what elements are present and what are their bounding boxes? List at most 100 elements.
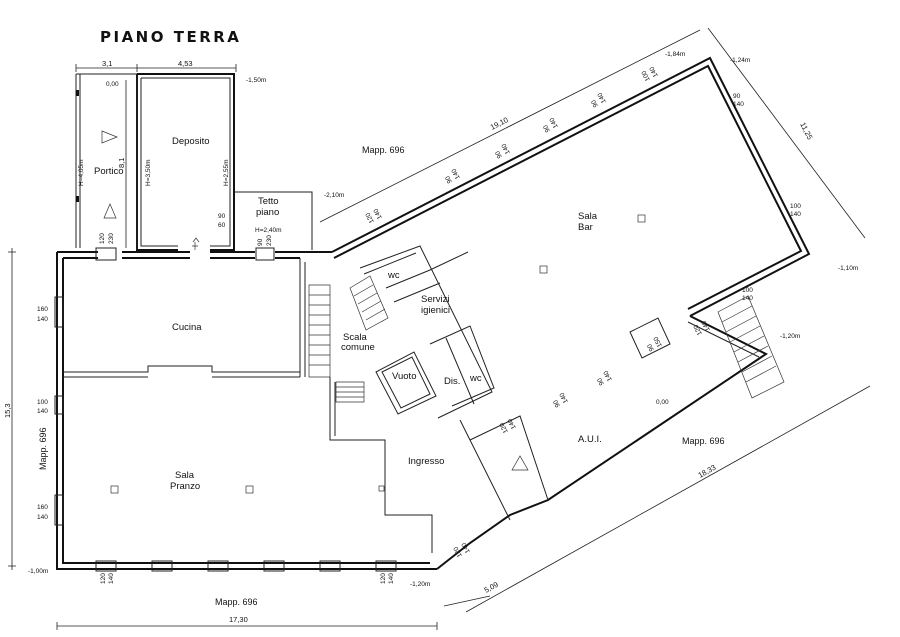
op-bottom-1: 120 [100,573,107,584]
op-aui-8: 140 [700,319,711,332]
op-aui-7: 120 [692,323,703,336]
level-labels: 0,00 -1,50m -2,10m -1,84m -1,24m -1,10m … [28,51,858,588]
op-bar-17: 100 [742,287,753,294]
opening-labels: 90 60 120 230 90 230 160 140 100 140 160… [37,65,801,584]
height-labels: H=4,05m H=3,50m H=2,55m [78,159,230,186]
room-tetto-1: Tetto [258,196,279,207]
dim-bar-length: 19,10 [489,115,510,132]
op-tetto-door-2: 230 [266,235,273,246]
room-deposito: Deposito [172,136,210,147]
op-corner-2: 140 [388,573,395,584]
mappale-labels: Mapp. 696 Mapp. 696 Mapp. 696 Mapp. 696 [38,145,725,607]
op-bar-11: 100 [640,69,651,82]
room-cucina: Cucina [172,322,202,333]
op-mid-2: 140 [37,408,48,415]
op-bar-8: 140 [548,116,559,129]
mapp-right: Mapp. 696 [682,436,725,446]
dim-portico-depth: 8,1 [117,158,126,168]
op-bar-6: 140 [500,142,511,155]
lvl-portico: 0,00 [106,81,119,88]
room-scala-2: comune [341,342,375,353]
op-aui-5: 90 [596,376,606,386]
lvl-bar-corner: -1,24m [730,57,750,64]
mapp-top: Mapp. 696 [362,145,405,155]
room-sala-bar-1: Sala [578,211,598,222]
opening-markers [54,247,397,572]
dim-total-height: 15,3 [3,403,12,418]
op-mid-1: 100 [37,399,48,406]
room-sala-pranzo-1: Sala [175,470,195,481]
op-tetto-2: 60 [218,222,226,229]
op-pranzo-2: 140 [37,514,48,521]
op-aui-11: 120 [452,545,463,558]
plan-title: PIANO TERRA [100,28,241,46]
lvl-aui: 0,00 [656,399,669,406]
op-bar-4: 140 [450,167,461,180]
lvl-deposito: -1,50m [246,77,266,84]
op-portico-1: 120 [99,233,106,244]
lvl-left-bottom: -1,00m [28,568,48,575]
h-portico: H=4,05m [78,159,85,186]
building-outline [56,56,811,570]
op-aui-6: 140 [602,369,613,382]
room-portico: Portico [94,166,124,177]
op-bottom-2: 140 [108,573,115,584]
fixtures [110,214,646,494]
lvl-bar-top: -1,84m [665,51,685,58]
op-pranzo-1: 160 [37,504,48,511]
op-bar-5: 90 [494,149,504,159]
room-sala-pranzo-2: Pranzo [170,481,200,492]
op-cucina-1: 160 [37,306,48,313]
dim-total-width: 17,30 [229,615,248,624]
op-tetto-door-1: 90 [257,238,264,246]
op-bar-16: 140 [790,211,801,218]
op-bar-18: 140 [742,295,753,302]
lvl-tetto: -2,10m [324,192,344,199]
op-bar-7: 90 [542,123,552,133]
lvl-bar-right: -1,10m [838,265,858,272]
op-bar-1: 120 [364,211,375,224]
room-dis: Dis. [444,376,460,387]
lvl-bottom: -1,20m [410,581,430,588]
dimension-lines [8,27,871,630]
op-corner-1: 120 [380,573,387,584]
h-deposito-left: H=3,50m [145,159,152,186]
dim-bar-depth: 11,25 [798,121,814,141]
op-aui-9: 90 [646,342,656,352]
portico-deposito-block [75,73,313,251]
op-tetto-1: 90 [218,213,226,220]
op-bar-10: 140 [596,91,607,104]
room-wc-1: wc [387,270,400,281]
op-bar-13: 90 [733,93,741,100]
op-bar-3: 90 [444,174,454,184]
dim-portico-width: 3,1 [102,59,112,68]
op-aui-12: 140 [460,541,471,554]
dimension-labels: 3,1 4,53 8,1 17,30 15,3 19,10 11,25 18,3… [3,59,815,624]
op-bar-2: 140 [372,207,383,220]
op-aui-4: 140 [558,391,569,404]
room-ingresso: Ingresso [408,456,444,467]
op-cucina-2: 140 [37,316,48,323]
dim-short-side: 5,09 [483,580,500,595]
op-aui-3: 90 [552,398,562,408]
op-bar-12: 140 [648,65,659,78]
mapp-bottom: Mapp. 696 [215,597,258,607]
lvl-steps: -1,20m [780,333,800,340]
mapp-left: Mapp. 696 [38,427,48,470]
h-deposito-right: H=2,55m [223,159,230,186]
room-vuoto: Vuoto [392,371,416,382]
op-bar-15: 100 [790,203,801,210]
tetto-height: H=2,40m [255,227,282,234]
room-aui: A.U.I. [578,434,602,445]
op-aui-1: 120 [498,421,509,434]
op-bar-14: 140 [733,101,744,108]
op-bar-9: 90 [590,98,600,108]
room-tetto-2: piano [256,207,279,218]
room-wc-2: wc [469,373,482,384]
room-servizi-1: Servizi [421,294,450,305]
room-scala-1: Scala [343,332,367,343]
op-portico-2: 230 [108,233,115,244]
room-servizi-2: igienici [421,305,450,316]
room-labels: Deposito Portico Tetto piano H=2,40m Cuc… [94,136,602,492]
op-aui-10: 150 [652,335,663,348]
